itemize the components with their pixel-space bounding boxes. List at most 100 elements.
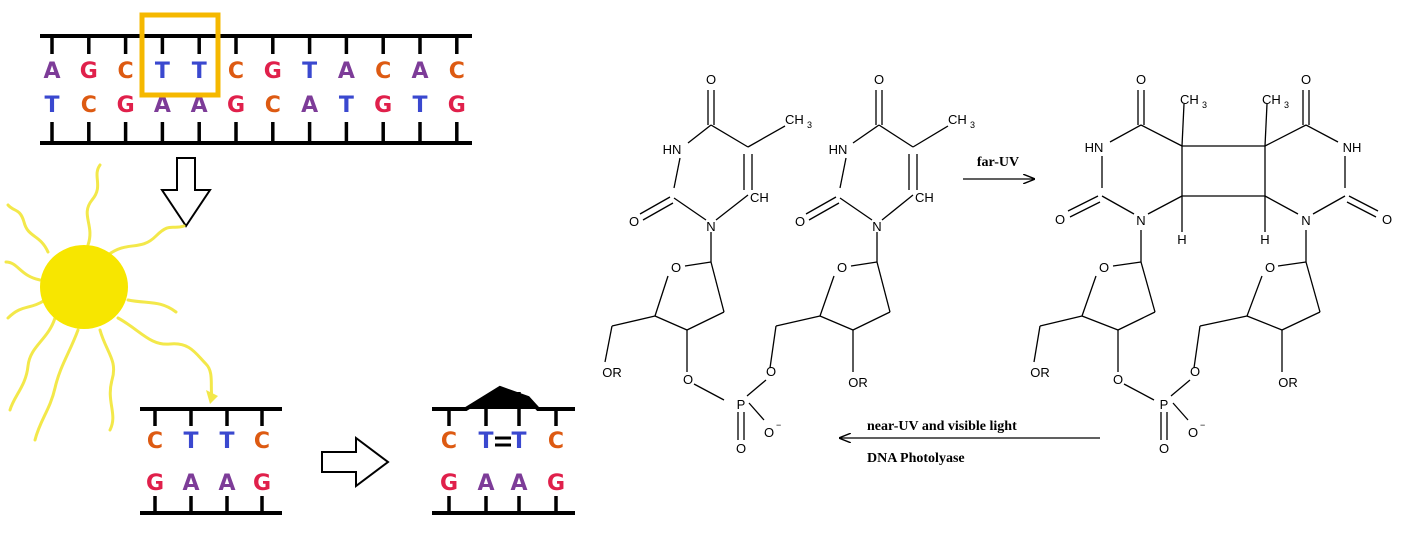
svg-text:N: N	[706, 219, 715, 234]
svg-text:O: O	[736, 441, 746, 456]
svg-text:N: N	[1136, 213, 1145, 228]
small-top-1: T	[183, 429, 198, 454]
svg-text:OR: OR	[602, 365, 622, 380]
svg-text:OR: OR	[1278, 375, 1298, 390]
small-top-2: T	[219, 429, 234, 454]
reverse-label-2: DNA Photolyase	[867, 451, 965, 466]
svg-text:CH: CH	[948, 112, 967, 127]
base-top-1: G	[80, 59, 98, 84]
base-bottom-3: A	[154, 93, 171, 118]
dimer-bottom-3: G	[547, 471, 565, 496]
small-top-3: C	[254, 429, 270, 454]
svg-text:CH: CH	[1262, 92, 1281, 107]
dimer-bottom-0: G	[440, 471, 458, 496]
dimer-bottom-2: A	[510, 471, 527, 496]
svg-text:−: −	[776, 420, 781, 430]
base-bottom-1: C	[81, 93, 97, 118]
base-bottom-10: T	[412, 93, 427, 118]
highlight-box	[139, 12, 221, 98]
svg-text:O: O	[874, 72, 884, 87]
base-top-0: A	[43, 59, 60, 84]
small-top-0: C	[147, 429, 163, 454]
svg-text:N: N	[1301, 213, 1310, 228]
base-top-7: T	[302, 59, 317, 84]
svg-text:OR: OR	[848, 375, 868, 390]
right-arrow-icon	[321, 436, 390, 488]
svg-text:O: O	[766, 364, 776, 379]
small-bottom-0: G	[146, 471, 164, 496]
dimer-bottom-1: A	[477, 471, 494, 496]
forward-label: far-UV	[977, 155, 1019, 170]
base-bottom-4: A	[191, 93, 208, 118]
svg-text:P: P	[1160, 397, 1169, 412]
svg-text:H: H	[1177, 232, 1186, 247]
base-bottom-0: T	[44, 93, 59, 118]
svg-text:3: 3	[1202, 100, 1207, 110]
svg-text:O: O	[1190, 364, 1200, 379]
base-top-5: C	[228, 59, 244, 84]
base-bottom-11: G	[448, 93, 466, 118]
svg-text:O: O	[1382, 212, 1392, 227]
dimer-thymine-b: T	[511, 429, 526, 454]
base-top-9: C	[375, 59, 391, 84]
svg-text:O: O	[764, 425, 774, 440]
svg-text:HN: HN	[1085, 140, 1104, 155]
svg-text:O: O	[1055, 212, 1065, 227]
svg-text:NH: NH	[1343, 140, 1362, 155]
svg-text:O: O	[1301, 72, 1311, 87]
base-top-3: T	[155, 59, 170, 84]
base-bottom-6: C	[265, 93, 281, 118]
svg-text:HN: HN	[663, 142, 682, 157]
dimer-thymine-a: T	[478, 429, 493, 454]
down-arrow-icon	[160, 157, 212, 228]
svg-text:O: O	[629, 214, 639, 229]
svg-text:CH: CH	[915, 190, 934, 205]
svg-text:3: 3	[807, 120, 812, 130]
base-c-left: C	[441, 429, 457, 454]
small-bottom-1: A	[182, 471, 199, 496]
svg-text:H: H	[1260, 232, 1269, 247]
svg-text:O: O	[1188, 425, 1198, 440]
svg-text:CH: CH	[785, 112, 804, 127]
svg-text:HN: HN	[829, 142, 848, 157]
svg-text:O: O	[795, 214, 805, 229]
reverse-reaction: near-UV and visible light DNA Photolyase	[840, 419, 1100, 466]
base-bottom-9: G	[374, 93, 392, 118]
reverse-label-1: near-UV and visible light	[867, 419, 1017, 434]
svg-text:3: 3	[970, 120, 975, 130]
base-top-4: T	[192, 59, 207, 84]
base-bottom-8: T	[339, 93, 354, 118]
svg-text:CH: CH	[1180, 92, 1199, 107]
svg-text:OR: OR	[1030, 365, 1050, 380]
sun-icon	[4, 163, 218, 442]
thymine-dimer-structure: O O CH 3 CH 3 HN NH O O N N H H O O OR O…	[1030, 72, 1392, 456]
base-top-11: C	[449, 59, 465, 84]
svg-text:−: −	[1200, 420, 1205, 430]
svg-text:O: O	[1265, 260, 1275, 275]
svg-text:O: O	[1136, 72, 1146, 87]
svg-text:O: O	[706, 72, 716, 87]
base-c-right: C	[548, 429, 564, 454]
svg-text:O: O	[837, 260, 847, 275]
thymine-monomers-structure: O HN CH 3 CH O N O OR O P O O − O O HN C…	[602, 72, 975, 456]
small-bottom-3: G	[253, 471, 271, 496]
svg-text:N: N	[872, 219, 881, 234]
svg-text:O: O	[671, 260, 681, 275]
base-top-10: A	[411, 59, 428, 84]
forward-reaction: far-UV	[963, 155, 1034, 179]
base-bottom-5: G	[227, 93, 245, 118]
svg-text:CH: CH	[750, 190, 769, 205]
base-bottom-7: A	[301, 93, 318, 118]
svg-text:O: O	[1113, 372, 1123, 387]
base-top-6: G	[264, 59, 282, 84]
base-top-8: A	[338, 59, 355, 84]
svg-text:O: O	[1159, 441, 1169, 456]
base-top-2: C	[118, 59, 134, 84]
svg-text:3: 3	[1284, 100, 1289, 110]
svg-text:O: O	[683, 372, 693, 387]
svg-text:P: P	[737, 397, 746, 412]
